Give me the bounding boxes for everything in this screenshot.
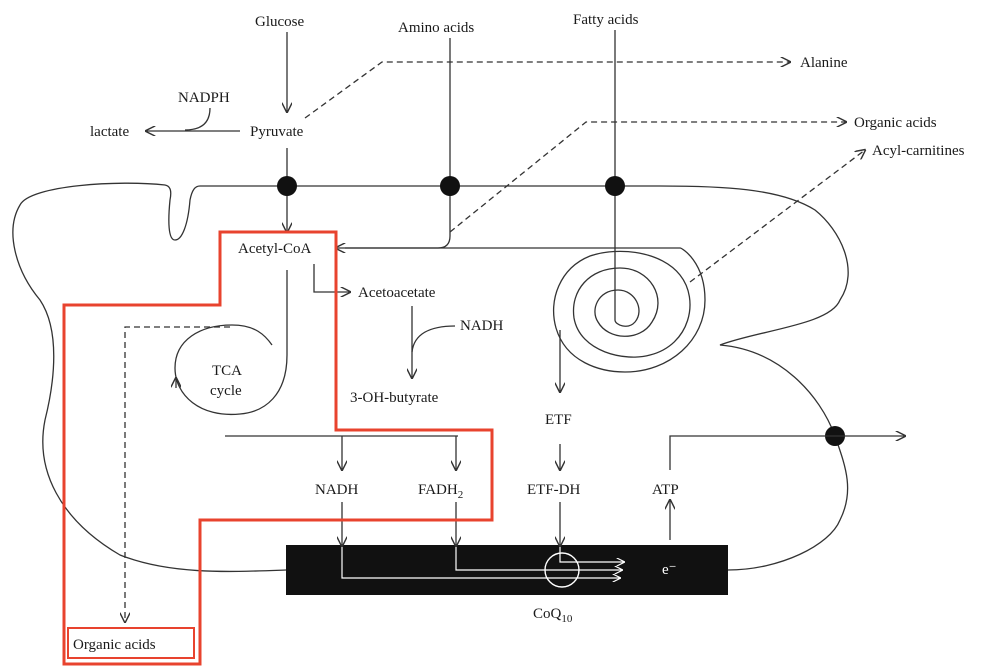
tca-label-line2: cycle bbox=[210, 383, 242, 399]
nadph-label: NADPH bbox=[178, 90, 230, 106]
nadh-ketone-curve bbox=[411, 325, 456, 353]
organic-acids-box bbox=[67, 627, 195, 659]
chain-flow-etf bbox=[559, 547, 624, 562]
fadh2-label: FADH2 bbox=[418, 482, 463, 501]
pyruvate-label: Pyruvate bbox=[250, 124, 304, 140]
beta-oxidation-spiral bbox=[345, 247, 706, 373]
fatty-acids-label: Fatty acids bbox=[573, 12, 639, 28]
coq10-label: CoQ10 bbox=[533, 606, 573, 625]
coq10-node bbox=[544, 552, 580, 588]
tca-label-line1: TCA bbox=[212, 363, 242, 379]
lactate-label: lactate bbox=[90, 124, 129, 140]
transporter-fatty bbox=[605, 176, 625, 196]
alanine-export bbox=[304, 62, 790, 119]
amino-acids-label: Amino acids bbox=[398, 20, 474, 36]
amino-acids-line bbox=[336, 38, 451, 248]
glucose-label: Glucose bbox=[255, 14, 304, 30]
organic-acids-excretion bbox=[125, 326, 230, 622]
acetoacetate-arrow bbox=[313, 264, 350, 292]
etf-label: ETF bbox=[545, 412, 572, 428]
alanine-label: Alanine bbox=[800, 55, 848, 71]
organic-acids-out-label: Organic acids bbox=[854, 115, 937, 131]
chain-flow-fadh2 bbox=[455, 547, 622, 570]
electron-label: e⁻ bbox=[662, 562, 677, 578]
transporter-amino bbox=[440, 176, 460, 196]
nadh-ketone-label: NADH bbox=[460, 318, 503, 334]
chain-flow-nadh bbox=[341, 547, 620, 578]
acylcarnitines-export bbox=[689, 150, 865, 283]
transporter-pyruvate bbox=[277, 176, 297, 196]
tca-cycle bbox=[174, 270, 288, 416]
three-oh-butyrate-label: 3-OH-butyrate bbox=[350, 390, 439, 406]
nadh-label: NADH bbox=[315, 482, 358, 498]
cell-membrane bbox=[12, 182, 849, 573]
impairment-region bbox=[62, 230, 494, 666]
nadph-curve bbox=[184, 107, 211, 131]
etf-dh-label: ETF-DH bbox=[527, 482, 580, 498]
atp-label: ATP bbox=[652, 482, 679, 498]
acyl-carnitines-label: Acyl-carnitines bbox=[872, 143, 965, 159]
organic-acids-export bbox=[449, 122, 846, 233]
atp-export bbox=[669, 436, 905, 470]
organic-acids-urine-label: Organic acids bbox=[73, 637, 156, 653]
acetoacetate-label: Acetoacetate bbox=[358, 285, 436, 301]
acetyl-coa-label: Acetyl-CoA bbox=[238, 241, 311, 257]
